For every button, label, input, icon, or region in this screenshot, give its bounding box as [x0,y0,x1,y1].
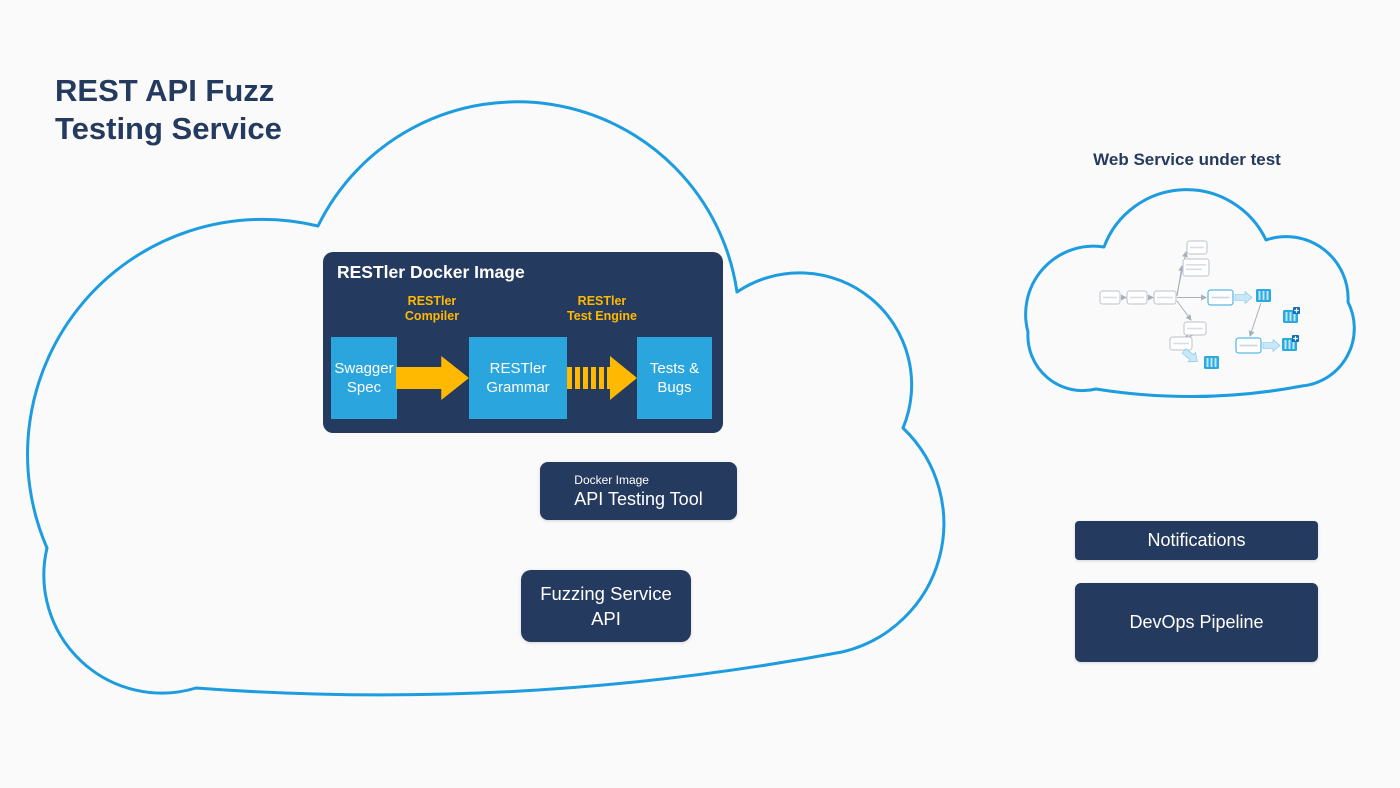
tests-and-bugs-node: Tests & Bugs [637,337,712,419]
devops-pipeline-label: DevOps Pipeline [1129,612,1264,632]
api-testing-tool-title: API Testing Tool [574,488,703,509]
mini-node [1186,240,1208,255]
test-engine-arrow-head [610,356,637,400]
mini-node [1153,290,1177,305]
web-service-mini-diagram [1099,240,1300,369]
devops-pipeline-box: DevOps Pipeline [1075,583,1318,662]
test-engine-arrow-icon [567,356,637,400]
container-plus-icon [1283,307,1300,323]
mini-node-highlighted [1235,337,1262,354]
restler-test-engine-label-line2: Test Engine [567,309,637,323]
fuzzing-service-api-box: Fuzzing Service API [521,570,691,642]
notifications-label: Notifications [1147,530,1246,550]
web-service-under-test-label: Web Service under test [1093,150,1281,169]
swagger-spec-node: Swagger Spec [331,337,397,419]
container-icon [1256,289,1271,302]
container-icon [1204,356,1219,369]
restler-docker-image-title: RESTler Docker Image [337,262,525,282]
big-cloud-outline [26,100,946,697]
flow-arrow-icon [1262,338,1281,353]
mini-node [1169,336,1193,351]
compiler-arrow-icon [396,356,469,400]
fuzzing-service-api-label: Fuzzing Service API [540,583,672,629]
restler-compiler-label: RESTler Compiler [382,294,482,324]
mini-node [1182,258,1210,277]
page-title: REST API Fuzz Testing Service [55,72,282,148]
flow-arrow-icon [1234,290,1253,305]
mini-node [1183,321,1207,336]
mini-node [1126,290,1148,305]
restler-compiler-label-line2: Compiler [404,309,460,323]
page-title-line2: Testing Service [55,111,282,146]
restler-grammar-node: RESTler Grammar [469,337,567,419]
notifications-box: Notifications [1075,521,1318,560]
container-plus-icon [1282,335,1299,351]
restler-test-engine-label-line1: RESTler [577,294,627,308]
flow-arrow-icon [1181,348,1198,363]
small-cloud-outline [1024,188,1356,398]
page-title-line1: REST API Fuzz [55,73,275,108]
mini-node [1099,290,1121,305]
api-testing-tool-subtitle: Docker Image [574,472,649,487]
restler-compiler-label-line1: RESTler [407,294,457,308]
api-testing-tool-text: Docker Image API Testing Tool [574,473,702,510]
api-testing-tool-box: Docker Image API Testing Tool [540,462,737,520]
test-engine-arrow-shaft [567,367,610,389]
mini-node-highlighted [1207,289,1234,306]
restler-docker-image-panel: RESTler Docker Image RESTler Compiler RE… [323,252,723,433]
restler-test-engine-label: RESTler Test Engine [552,294,652,324]
